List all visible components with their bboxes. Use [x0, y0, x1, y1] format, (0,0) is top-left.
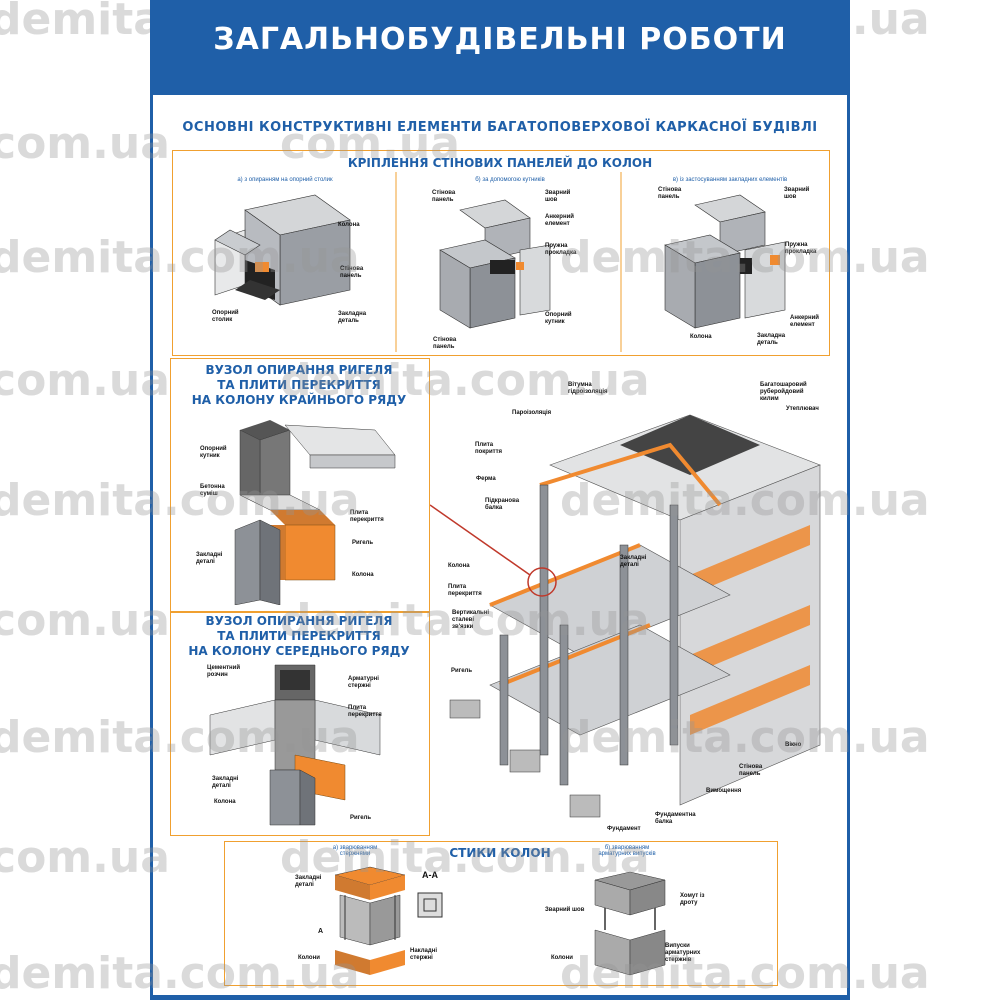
node1-label-plyta: Плита перекриття — [350, 510, 384, 523]
panel-c-label-kolona: Колона — [690, 334, 712, 340]
joints-sub-a: а) зварюванням стержнями — [332, 845, 378, 857]
node2-label-detali: Закладні деталі — [212, 776, 239, 789]
building-label-vikno: Вікно — [785, 742, 802, 748]
panel-c-label-stinova: Стінова панель — [658, 187, 682, 200]
node2-title-line2: ТА ПЛИТИ ПЕРЕКРИТТЯ — [217, 629, 381, 643]
node1-label-kolona: Колона — [352, 572, 374, 578]
joint-a-mark: А — [318, 928, 324, 935]
watermark: com.ua — [0, 832, 170, 883]
node2-label-rozchyn: Цементний розчин — [207, 665, 241, 678]
joint-section-aa — [417, 892, 443, 918]
joints-title: СТИКИ КОЛОН — [449, 846, 551, 860]
panels-divider — [620, 172, 622, 352]
watermark: com.ua — [0, 595, 170, 646]
joint-b-label-khomut: Хомут із дроту — [680, 893, 705, 906]
panel-a-label-stolyk: Опорний столик — [212, 310, 239, 323]
watermark: com.ua — [0, 355, 170, 406]
panel-c-label-ankernyi: Анкерний елемент — [790, 315, 819, 328]
node1-label-detali: Закладні деталі — [196, 552, 223, 565]
node1-frame — [170, 358, 430, 612]
node2-label-rygel: Ригель — [350, 815, 372, 821]
joint-a-label-nakladni: Накладні стержні — [410, 948, 437, 961]
panel-b-label-ankernyi: Анкерний елемент — [545, 214, 574, 227]
node1-label-sumish: Бетонна суміш — [200, 484, 225, 497]
panel-b-label-pruzhna: Пружна прокладка — [545, 243, 577, 256]
panel-b-label-stinova-top: Стінова панель — [432, 190, 456, 203]
building-label-vertykalni: Вертикальні сталеві зв'язки — [452, 610, 490, 630]
joint-a-drawing — [334, 866, 406, 975]
panel-b-drawing — [439, 199, 551, 329]
panel-c-label-zakladna: Закладна деталь — [757, 333, 786, 346]
building-label-plyta-perekr: Плита перекриття — [448, 584, 482, 597]
node1-title-line2: ТА ПЛИТИ ПЕРЕКРИТТЯ — [217, 378, 381, 392]
joint-b-label-shov: Зварний шов — [545, 907, 585, 913]
watermark: com.ua — [0, 118, 170, 169]
building-label-vgiduzol: Вітумна гідроізоляція — [568, 382, 608, 395]
building-label-vymoshchennia: Вимощення — [706, 788, 742, 794]
building-label-rygel: Ригель — [451, 668, 473, 674]
building-label-zakladni: Закладні деталі — [620, 555, 647, 568]
joint-b-drawing — [594, 871, 666, 976]
building-label-kolona: Колона — [448, 563, 470, 569]
node1-title-line1: ВУЗОЛ ОПИРАННЯ РИГЕЛЯ — [205, 363, 393, 377]
panels-sub-b: б) за допомогою кутників — [475, 177, 545, 183]
node2-frame — [170, 612, 430, 836]
joints-sub-b: б) зварюванням арматурних випусків — [598, 845, 656, 857]
panel-c-label-pruzhna: Пружна прокладка — [785, 242, 817, 255]
node1-label-rygel: Ригель — [352, 540, 374, 546]
building-label-fund-balka: Фундаментна балка — [655, 812, 696, 825]
panels-sub-a: а) з опиранням на опорний столик — [237, 177, 333, 183]
poster-subtitle: ОСНОВНІ КОНСТРУКТИВНІ ЕЛЕМЕНТИ БАГАТОПОВ… — [182, 120, 818, 135]
building-label-ferma: Ферма — [476, 476, 496, 482]
panel-c-label-shov: Зварний шов — [784, 187, 810, 200]
joint-b-label-vypusky: Випуски арматурних стержнів — [665, 943, 701, 963]
building-label-plyta-pokr: Плита покриття — [475, 442, 503, 455]
joint-section-aa-label: А-А — [422, 870, 438, 880]
node2-label-plyta: Плита перекриття — [348, 705, 382, 718]
poster-title: ЗАГАЛЬНОБУДІВЕЛЬНІ РОБОТИ — [213, 22, 787, 57]
panel-c-drawing — [664, 194, 786, 329]
joint-b-label-kolony: Колони — [551, 955, 573, 961]
panels-sub-c: в) із застосуванням закладних елементів — [672, 177, 788, 183]
node2-title-line3: НА КОЛОНУ СЕРЕДНЬОГО РЯДУ — [188, 644, 410, 658]
node2-title-line1: ВУЗОЛ ОПИРАННЯ РИГЕЛЯ — [205, 614, 393, 628]
panel-b-label-stinova-bot: Стінова панель — [433, 337, 457, 350]
node1-title-line3: НА КОЛОНУ КРАЙНЬОГО РЯДУ — [191, 393, 407, 407]
joint-a-label-kolony: Колони — [298, 955, 320, 961]
joint-a-label-zakladni: Закладні деталі — [295, 875, 322, 888]
joints-frame — [224, 841, 778, 986]
node1-label-kutnyk: Опорний кутник — [200, 446, 227, 459]
building-label-pidkranova: Підкранова балка — [485, 498, 520, 511]
building-label-stinova: Стінова панель — [739, 764, 763, 777]
panel-a-label-kolona: Колона — [338, 222, 360, 228]
building-label-uteplyuvach: Утеплювач — [786, 406, 819, 412]
panel-b-label-kutnyk: Опорний кутник — [545, 312, 572, 325]
panel-b-label-shov: Зварний шов — [545, 190, 571, 203]
building-drawing — [430, 414, 821, 818]
node1-drawing — [234, 420, 396, 605]
node2-label-armatura: Арматурні стержні — [348, 676, 379, 689]
panel-a-label-stinova: Стінова панель — [340, 266, 364, 279]
node2-label-kolona: Колона — [214, 799, 236, 805]
building-label-paroizol: Пароізоляція — [512, 410, 552, 416]
panels-section-title: КРІПЛЕННЯ СТІНОВИХ ПАНЕЛЕЙ ДО КОЛОН — [347, 156, 653, 170]
panels-divider — [395, 172, 397, 352]
panel-a-drawing — [214, 194, 351, 306]
building-label-kylym: Багатошаровий руберойдовий килим — [760, 382, 807, 402]
panel-a-label-zakladna: Закладна деталь — [338, 311, 367, 324]
node2-drawing — [209, 664, 381, 826]
building-label-fundament: Фундамент — [607, 826, 641, 832]
panels-section-frame — [172, 150, 830, 356]
